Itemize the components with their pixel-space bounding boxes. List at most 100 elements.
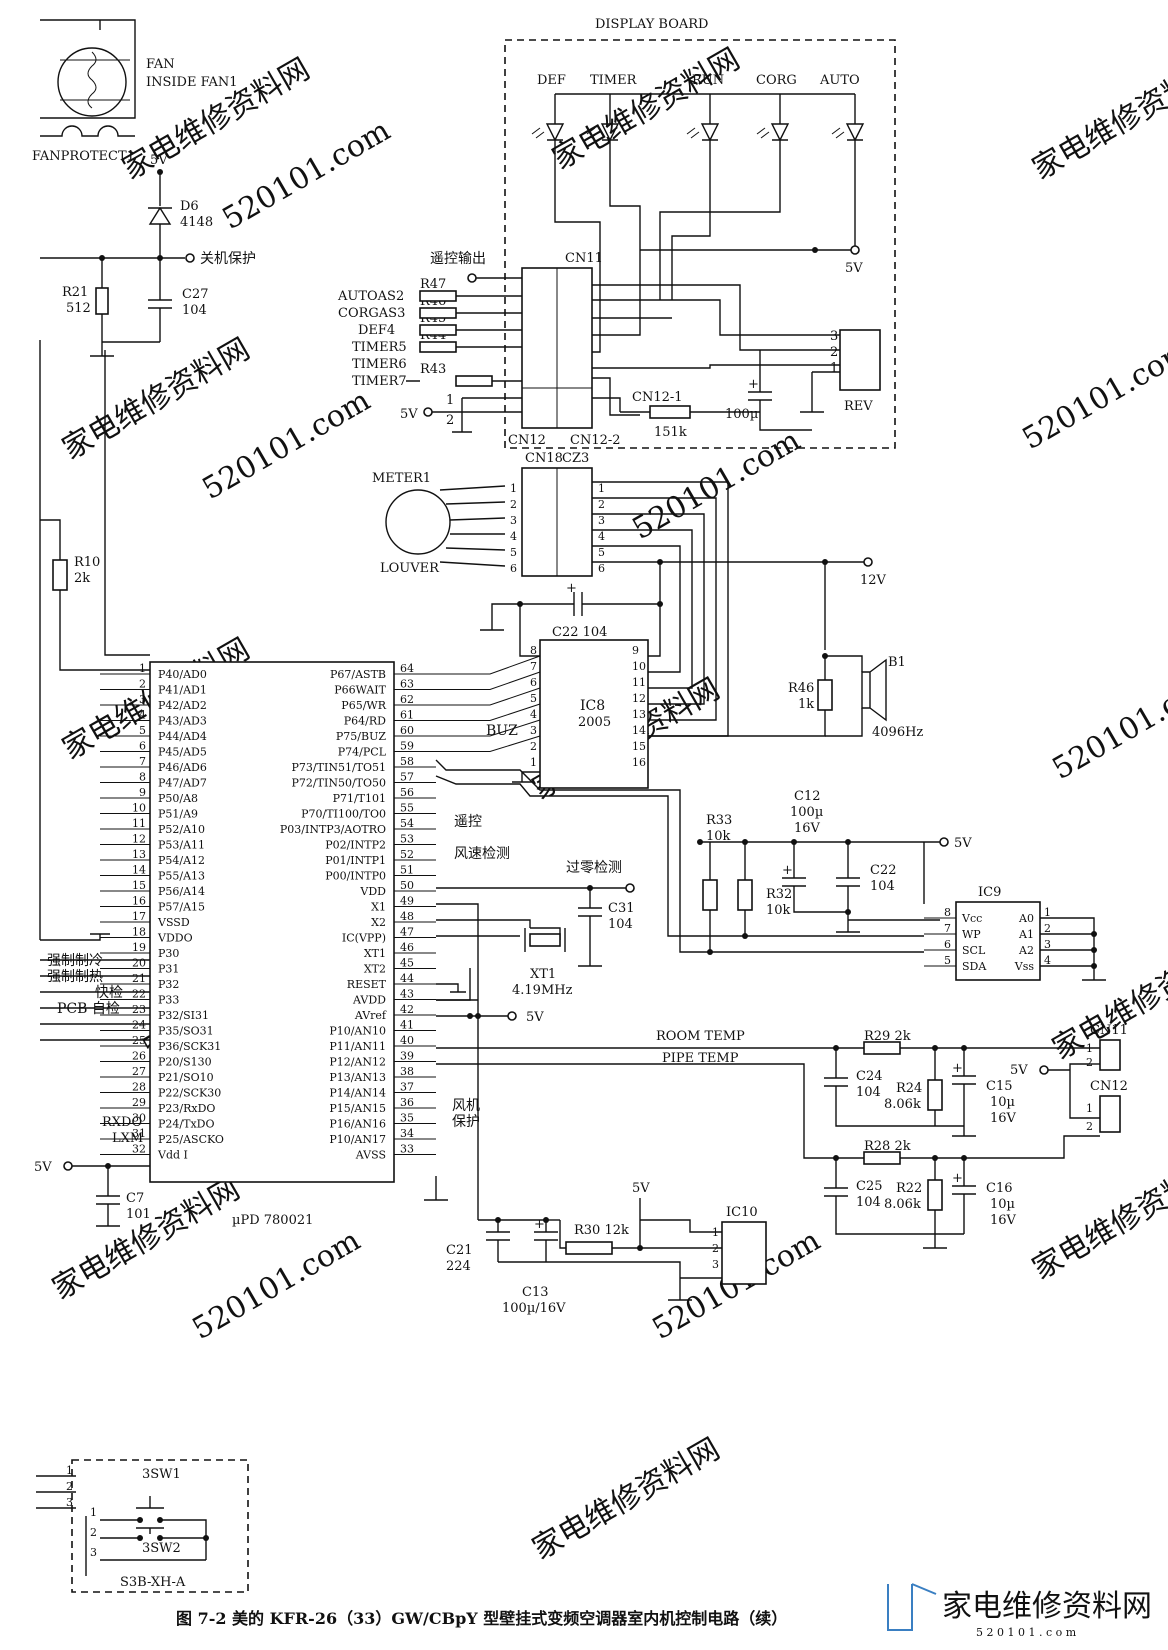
svg-text:4: 4: [598, 530, 605, 543]
c15-label: C15: [986, 1079, 1013, 1094]
mcu-pin-number: 46: [400, 941, 414, 954]
svg-text:2: 2: [1086, 1056, 1093, 1069]
led-label-timer: TIMER: [590, 73, 638, 88]
r22-label: R22: [896, 1181, 922, 1196]
signal-pcb-selftest: PCB 自检: [57, 1001, 120, 1017]
mcu-pin-label: RESET: [347, 978, 387, 991]
c31-value: 104: [608, 917, 633, 932]
r30-label: R30 12k: [574, 1223, 629, 1238]
plus: +: [782, 863, 793, 878]
mcu-part-label: µPD 780021: [232, 1213, 313, 1228]
mcu-pin-label: P21/SO10: [158, 1071, 214, 1084]
shutdown-protect-terminal: [185, 253, 195, 263]
mcu-to-ic8-wire: [436, 671, 541, 690]
c25-label: C25: [856, 1179, 883, 1194]
mcu-pin-number: 48: [400, 910, 414, 923]
c24-value: 104: [856, 1085, 881, 1100]
fan-label: FAN: [146, 57, 175, 72]
mcu-pin-number: 42: [400, 1003, 414, 1016]
mcu-pin-label: P75/BUZ: [336, 730, 386, 743]
eeprom-pin-label: A2: [1018, 944, 1034, 957]
mcu-pin-number: 12: [132, 833, 146, 846]
eeprom-vcc-label: 5V: [954, 836, 972, 851]
ic9-label: IC9: [978, 885, 1001, 900]
mcu-pin-label: P47/AD7: [158, 777, 207, 790]
mcu-pin-label: P30: [158, 947, 179, 960]
mcu-pin-number: 17: [132, 910, 146, 923]
mcu-pin-number: 36: [400, 1096, 414, 1109]
display-board-title: DISPLAY BOARD: [595, 17, 708, 32]
b1-freq: 4096Hz: [872, 725, 923, 740]
watermark-text: 520101.com: [187, 1223, 367, 1347]
plus: +: [952, 1171, 963, 1186]
mcu-pin-number: 14: [132, 864, 146, 877]
temp-sensor-section: ROOM TEMP PIPE TEMP R29 2k + C24 104 R24…: [436, 1023, 1128, 1249]
mcu-pin-number: 32: [132, 1143, 146, 1156]
mcu-pin-number: 37: [400, 1081, 414, 1094]
c16-label: C16: [986, 1181, 1013, 1196]
svg-text:5: 5: [510, 546, 517, 559]
xt1-value: 4.19MHz: [512, 983, 573, 998]
svg-text:2: 2: [66, 1480, 73, 1493]
r33-label: R33: [706, 813, 732, 828]
mcu-pin-number: 23: [132, 1003, 146, 1016]
xt1-crystal: [529, 933, 561, 947]
c27-label: C27: [182, 287, 209, 302]
d6-value: 4148: [180, 215, 213, 230]
mcu-pin-number: 6: [139, 740, 146, 753]
c12-value: 100µ: [790, 805, 823, 820]
mcu-pin-label: P00/INTP0: [325, 870, 386, 883]
svg-text:4: 4: [510, 530, 517, 543]
r46-label: R46: [788, 681, 814, 696]
mcu-pin-label: X2: [371, 916, 386, 929]
temp-cn11-label: CN11: [1090, 1023, 1128, 1038]
svg-text:6: 6: [598, 562, 605, 575]
mcu-pin-label: P11/AN11: [329, 1040, 386, 1053]
mcu-pin-label: P67/ASTB: [330, 668, 386, 681]
meter-label: METER1: [372, 471, 431, 486]
led-label-run: RUN: [692, 73, 724, 88]
svg-text:10: 10: [632, 660, 646, 673]
mcu-pin-number: 30: [132, 1112, 146, 1125]
mcu-pin-number: 29: [132, 1096, 146, 1109]
cn18-label: CN18: [525, 451, 563, 466]
cn12-vcc-terminal: [423, 407, 433, 417]
rev-label: REV: [844, 399, 873, 414]
sw1-label: 3SW1: [142, 1467, 181, 1482]
svg-text:3: 3: [712, 1258, 719, 1271]
svg-text:2: 2: [530, 740, 537, 753]
mcu-pin-label: P15/AN15: [329, 1102, 386, 1115]
cn12-pin1: 1: [446, 393, 454, 408]
fan-protect-label-2: 保护: [452, 1114, 480, 1130]
ic8-part: 2005: [578, 715, 611, 730]
temp-cn12-label: CN12: [1090, 1079, 1128, 1094]
mcu-pin-number: 34: [400, 1127, 414, 1140]
r29-resistor: [863, 1041, 901, 1055]
mcu-pin-label: P42/AD2: [158, 699, 207, 712]
mcu-pin-number: 50: [400, 879, 414, 892]
mcu-pin-label: P33: [158, 994, 179, 1007]
r29-label: R29 2k: [864, 1029, 911, 1044]
ic10-label: IC10: [726, 1205, 758, 1220]
ic10-block: [721, 1221, 767, 1285]
r28-label: R28 2k: [864, 1139, 911, 1154]
display-board-outline: [504, 39, 896, 449]
watermark-text: 520101.com: [1047, 663, 1168, 787]
mcu-pin-number: 41: [400, 1019, 414, 1032]
mcu-pin-number: 53: [400, 833, 414, 846]
c22-eeprom-label: C22: [870, 863, 897, 878]
cn12-pin2: 2: [446, 413, 454, 428]
c12-label: C12: [794, 789, 821, 804]
eeprom-pin-number: 8: [944, 906, 951, 919]
fan-speed-label: 风速检测: [454, 846, 510, 862]
eeprom-pin-label: SCL: [962, 944, 986, 957]
svg-text:11: 11: [632, 676, 646, 689]
led-label-corg: CORG: [756, 73, 797, 88]
c25-value: 104: [856, 1195, 881, 1210]
mcu-right-pins: 64P67/ASTB63P66WAIT62P65/WR61P64/RD60P75…: [280, 655, 541, 1162]
mcu-pin-number: 49: [400, 895, 414, 908]
signal-def4: DEF4: [358, 323, 395, 338]
